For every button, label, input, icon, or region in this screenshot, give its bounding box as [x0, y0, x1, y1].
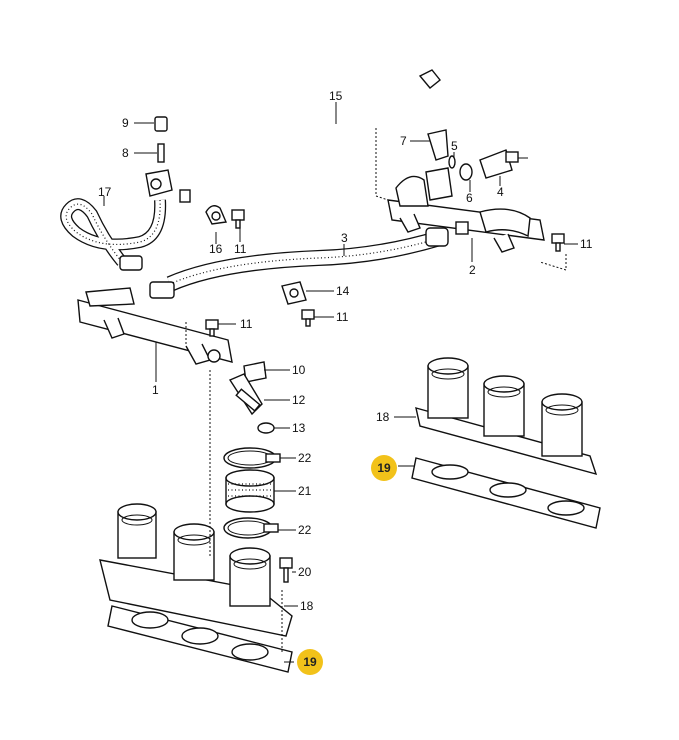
callout-label: 8 [122, 146, 129, 160]
injector-12 [228, 373, 263, 416]
callout-label: 11 [580, 237, 593, 251]
fuel-rail-1 [77, 287, 233, 365]
clip-7 [427, 129, 449, 161]
callout-label: 2 [469, 263, 476, 277]
clip-16 [205, 205, 228, 225]
sleeve-21 [225, 469, 275, 513]
fuel-rail-2 [387, 167, 545, 253]
bracket-14 [281, 281, 307, 305]
fitting-9-8 [145, 116, 173, 197]
callout-label: 13 [292, 421, 306, 435]
callout-label: 1 [152, 383, 159, 397]
callout-label: 17 [98, 185, 112, 199]
callout-label: 21 [298, 484, 312, 498]
callout-label: 22 [298, 451, 312, 465]
leader-lines [103, 102, 578, 663]
highlight-label: 19 [303, 655, 317, 669]
callout-label: 11 [234, 242, 247, 256]
callout-label: 11 [336, 310, 349, 324]
callout-label: 18 [300, 599, 314, 613]
gasket-19-left [107, 605, 293, 673]
bolt-11-mid [301, 309, 315, 327]
callout-label: 6 [466, 191, 473, 205]
highlight-callout-19-right[interactable]: 19 [371, 455, 397, 481]
bolt-11-top [231, 209, 245, 229]
clamp-22-top [223, 447, 281, 469]
callout-label: 9 [122, 116, 129, 130]
hose-3 [149, 227, 449, 299]
callout-label: 18 [376, 410, 390, 424]
callout-label: 12 [292, 393, 306, 407]
oring-5 [448, 155, 456, 169]
callout-label: 20 [298, 565, 312, 579]
callout-labels: 9 8 17 16 11 15 7 5 6 4 11 2 3 14 11 11 … [98, 89, 593, 613]
oring-13 [257, 422, 275, 434]
oring-6 [459, 163, 473, 181]
bolt-11-right [551, 233, 565, 252]
callout-label: 16 [209, 242, 223, 256]
bolt-11-left [205, 319, 219, 337]
highlight-marker [297, 649, 323, 675]
highlight-callout-19-left[interactable]: 19 [297, 649, 323, 675]
highlight-label: 19 [377, 461, 391, 475]
callout-label: 7 [400, 134, 407, 148]
highlight-marker [371, 455, 397, 481]
fuel-line-15 [179, 69, 441, 203]
bolt-20 [279, 557, 293, 583]
callout-label: 5 [451, 139, 458, 153]
callout-label: 10 [292, 363, 306, 377]
manifold-18-left [99, 503, 293, 637]
callout-label: 15 [329, 89, 343, 103]
hose-17 [60, 198, 167, 271]
callout-label: 14 [336, 284, 350, 298]
clamp-22-bottom [223, 517, 279, 539]
manifold-18-right [415, 357, 598, 476]
callout-label: 11 [240, 317, 253, 331]
callout-label: 4 [497, 185, 504, 199]
callout-label: 22 [298, 523, 312, 537]
gasket-19-right [411, 457, 601, 529]
callout-label: 3 [341, 231, 348, 245]
regulator-4 [479, 149, 528, 179]
